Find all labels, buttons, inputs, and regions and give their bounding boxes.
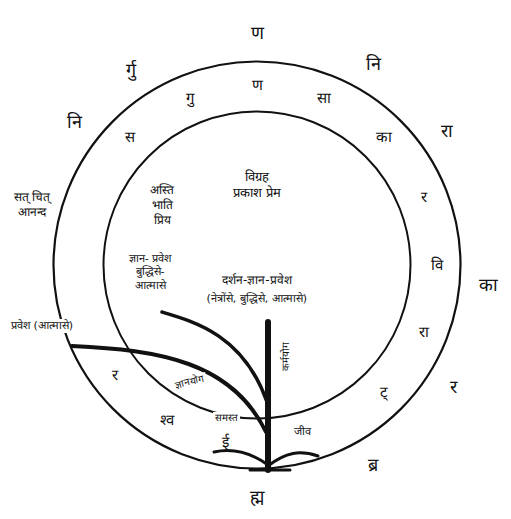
ring-letter: रा xyxy=(419,323,429,342)
ring-letter: ट् xyxy=(380,383,388,402)
ring-letter: र xyxy=(450,376,457,399)
annotation-label: ज्ञानयोग xyxy=(172,372,208,392)
ring-letter: ण xyxy=(251,22,264,45)
ring-letter: स xyxy=(125,128,135,147)
ring-letter: वि xyxy=(431,256,443,275)
annotation-label: प्रवेश (आत्मासे) xyxy=(8,319,76,333)
circle-text: अस्ति भाति प्रिय xyxy=(142,183,182,228)
inner-circle: सगुणसाकारविराट्ईश्वरविग्रह प्रकाश प्रेमद… xyxy=(102,110,412,420)
ring-letter: ह्म xyxy=(250,486,264,509)
circle-text: दर्शन-ज्ञान-प्रवेश xyxy=(222,273,292,288)
circle-outline xyxy=(102,110,412,420)
ring-letter: ब्र xyxy=(368,454,378,477)
circle-text: ज्ञान- प्रवेश बुद्धिसे- आत्मासे xyxy=(123,252,177,293)
ring-letter: श्व xyxy=(160,411,174,430)
ring-letter: ण xyxy=(252,76,263,95)
annotation-label: सत् चित् आनन्द xyxy=(9,190,55,220)
ring-letter: र xyxy=(112,366,118,385)
ring-letter: ई xyxy=(222,433,229,452)
outer-circle: स गु ण सा का र वि रा ट् ई श्व र विग्रह प्रकाश प्रेम द… xyxy=(52,60,462,470)
ring-letter: सा xyxy=(317,89,331,108)
ring-letter: का xyxy=(479,274,498,297)
ring-letter: र्गु xyxy=(126,59,136,82)
annotation-label: कर्मयोग xyxy=(280,339,293,372)
circle-text: विग्रह प्रकाश प्रेम xyxy=(231,169,283,202)
ring-letter: का xyxy=(376,128,392,147)
ring-letter: र xyxy=(421,188,427,207)
annotation-label: जीव xyxy=(292,425,313,439)
circle-outline xyxy=(52,60,462,470)
ring-letter: नि xyxy=(366,53,381,76)
circle-text: (नेत्रोंसे, बुद्धिसे, आत्मासे) xyxy=(207,292,308,306)
ring-letter: रा xyxy=(441,120,453,143)
ring-letter: गु xyxy=(186,89,194,108)
ring-letter: नि xyxy=(67,111,82,134)
annotation-label: समस्त xyxy=(213,412,240,425)
